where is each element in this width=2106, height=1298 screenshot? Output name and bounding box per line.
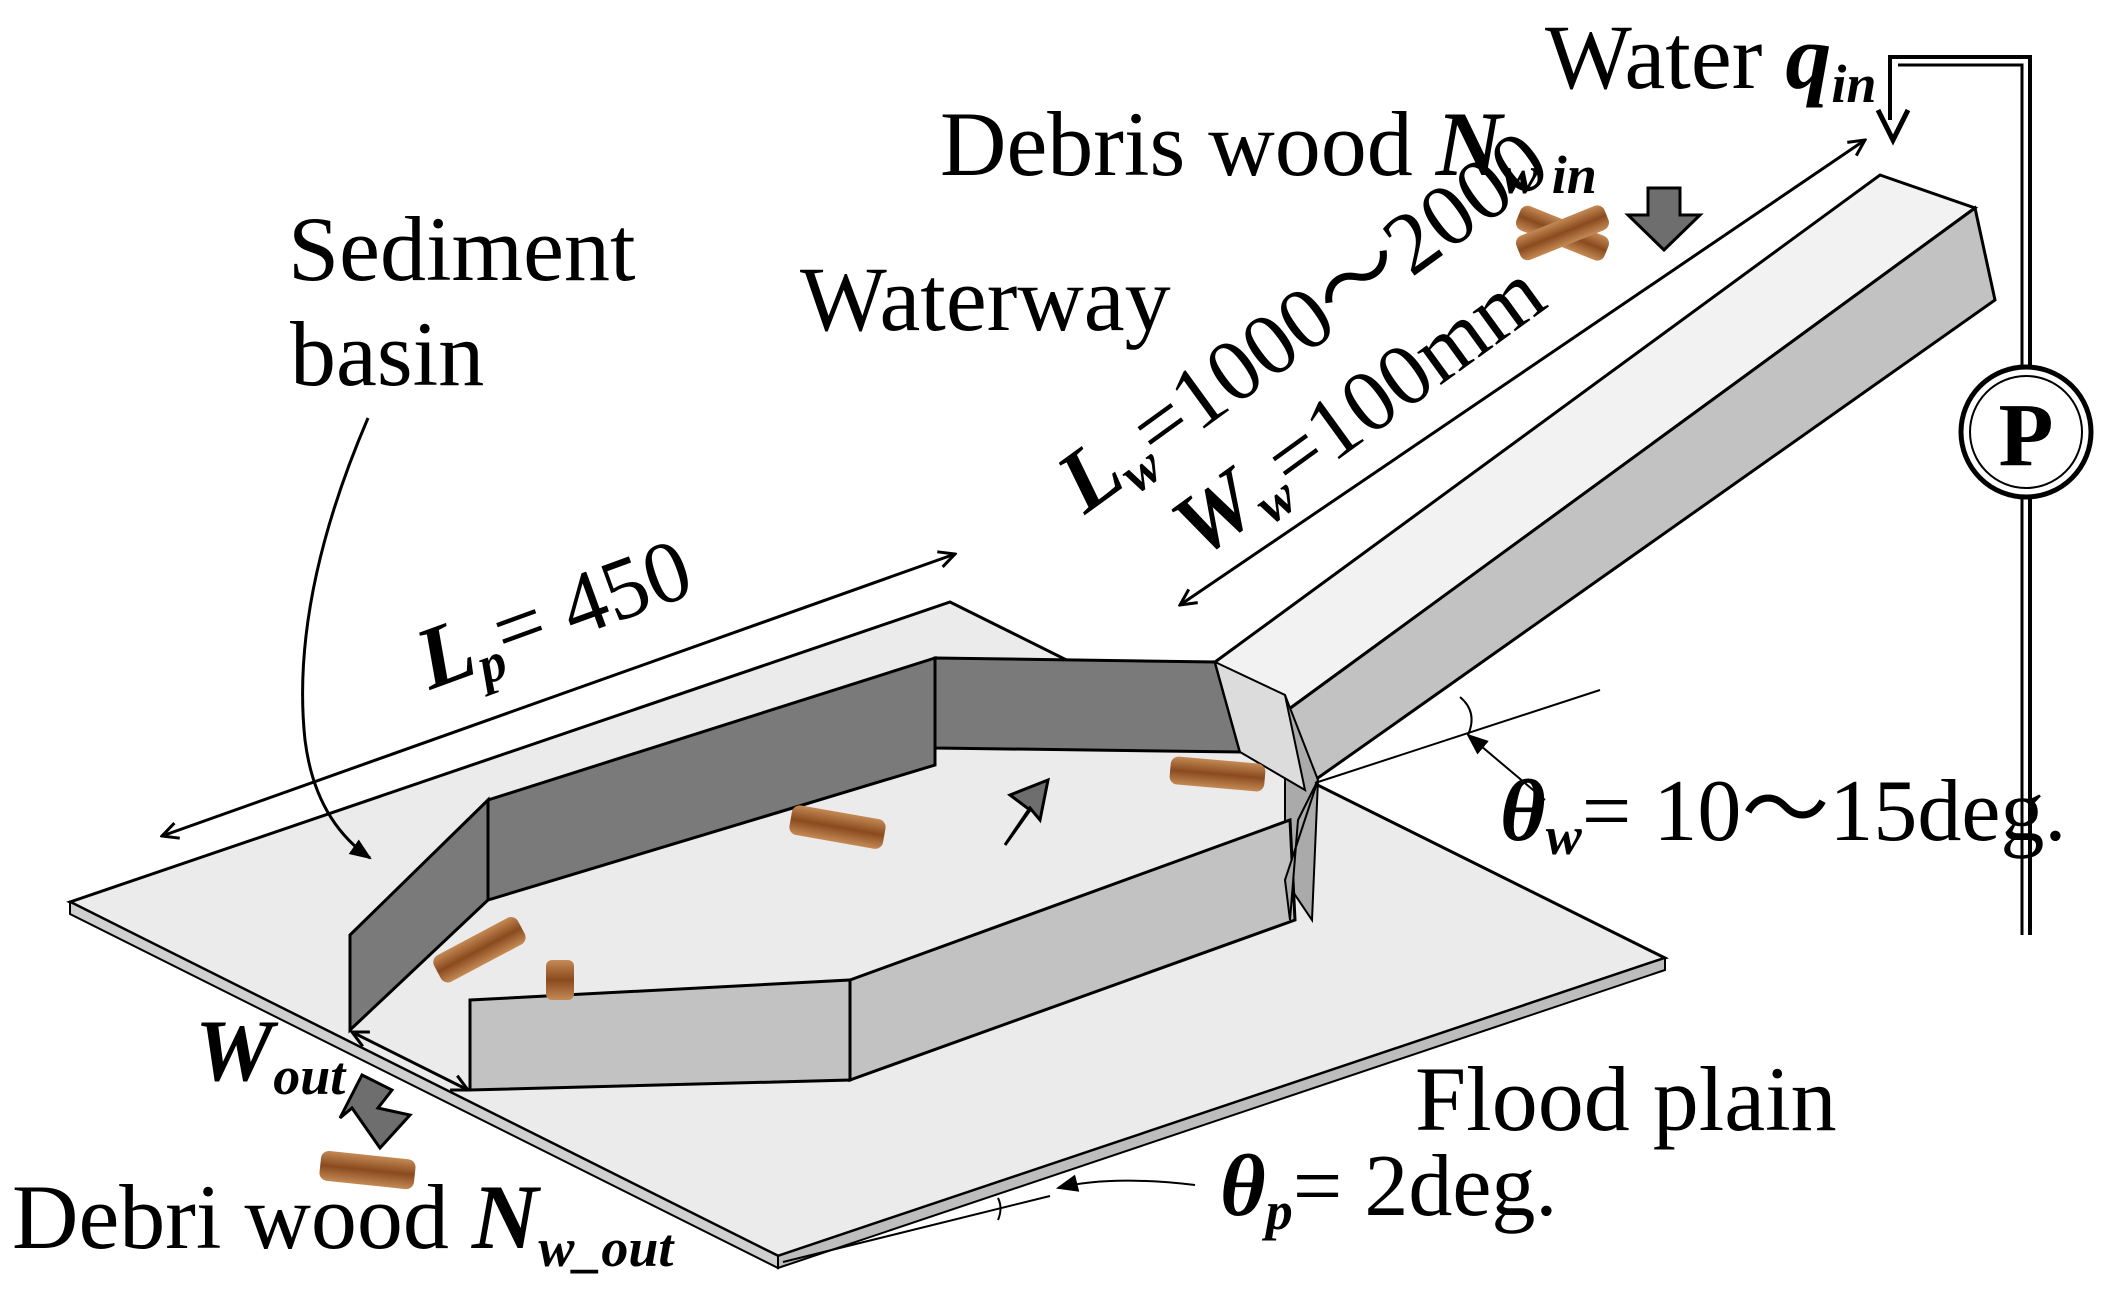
wood-piece	[546, 960, 574, 1000]
sediment-pointer	[301, 417, 372, 860]
theta-w-label: θw= 10～15deg.	[1500, 763, 2066, 866]
debris-in-label: Debris wood Nw in	[940, 93, 1597, 205]
lp-label: Lp= 450	[403, 520, 706, 714]
wood-piece	[433, 917, 526, 983]
theta-w-baseline	[1314, 689, 1601, 784]
lw-dimension	[1180, 140, 1865, 605]
dimension-lines	[162, 140, 1865, 1263]
flood-plain-label: Flood plain	[1415, 1048, 1837, 1150]
inflow-pointer	[1875, 108, 1911, 146]
svg-text:Lp= 450: Lp= 450	[403, 520, 706, 714]
wout-label: Wout	[195, 1003, 347, 1106]
theta-w-arc	[1459, 696, 1473, 736]
pump-label: P	[1999, 386, 2054, 485]
theta-p-arc	[997, 1197, 1002, 1221]
waterway-label: Waterway	[800, 248, 1171, 350]
theta-p-label: θp= 2deg.	[1220, 1138, 1557, 1241]
pump-circuit: P	[1875, 55, 2094, 935]
water-label: Water qin	[1545, 6, 1876, 114]
pump-icon	[1958, 364, 2094, 500]
inflow-arrow	[1624, 186, 1704, 253]
debri-out-label: Debri wood Nw_out	[12, 1166, 675, 1278]
wood-piece	[319, 1150, 416, 1190]
wood-piece	[1169, 756, 1266, 792]
basin-flow-arrow	[1003, 777, 1051, 846]
outflow-arrow	[338, 1072, 413, 1151]
wout-dimension	[352, 1032, 468, 1090]
lp-dimension	[162, 554, 955, 836]
sediment-label: Sediment	[288, 198, 636, 300]
theta-p-baseline	[782, 1195, 1051, 1263]
basin-label: basin	[290, 303, 484, 405]
